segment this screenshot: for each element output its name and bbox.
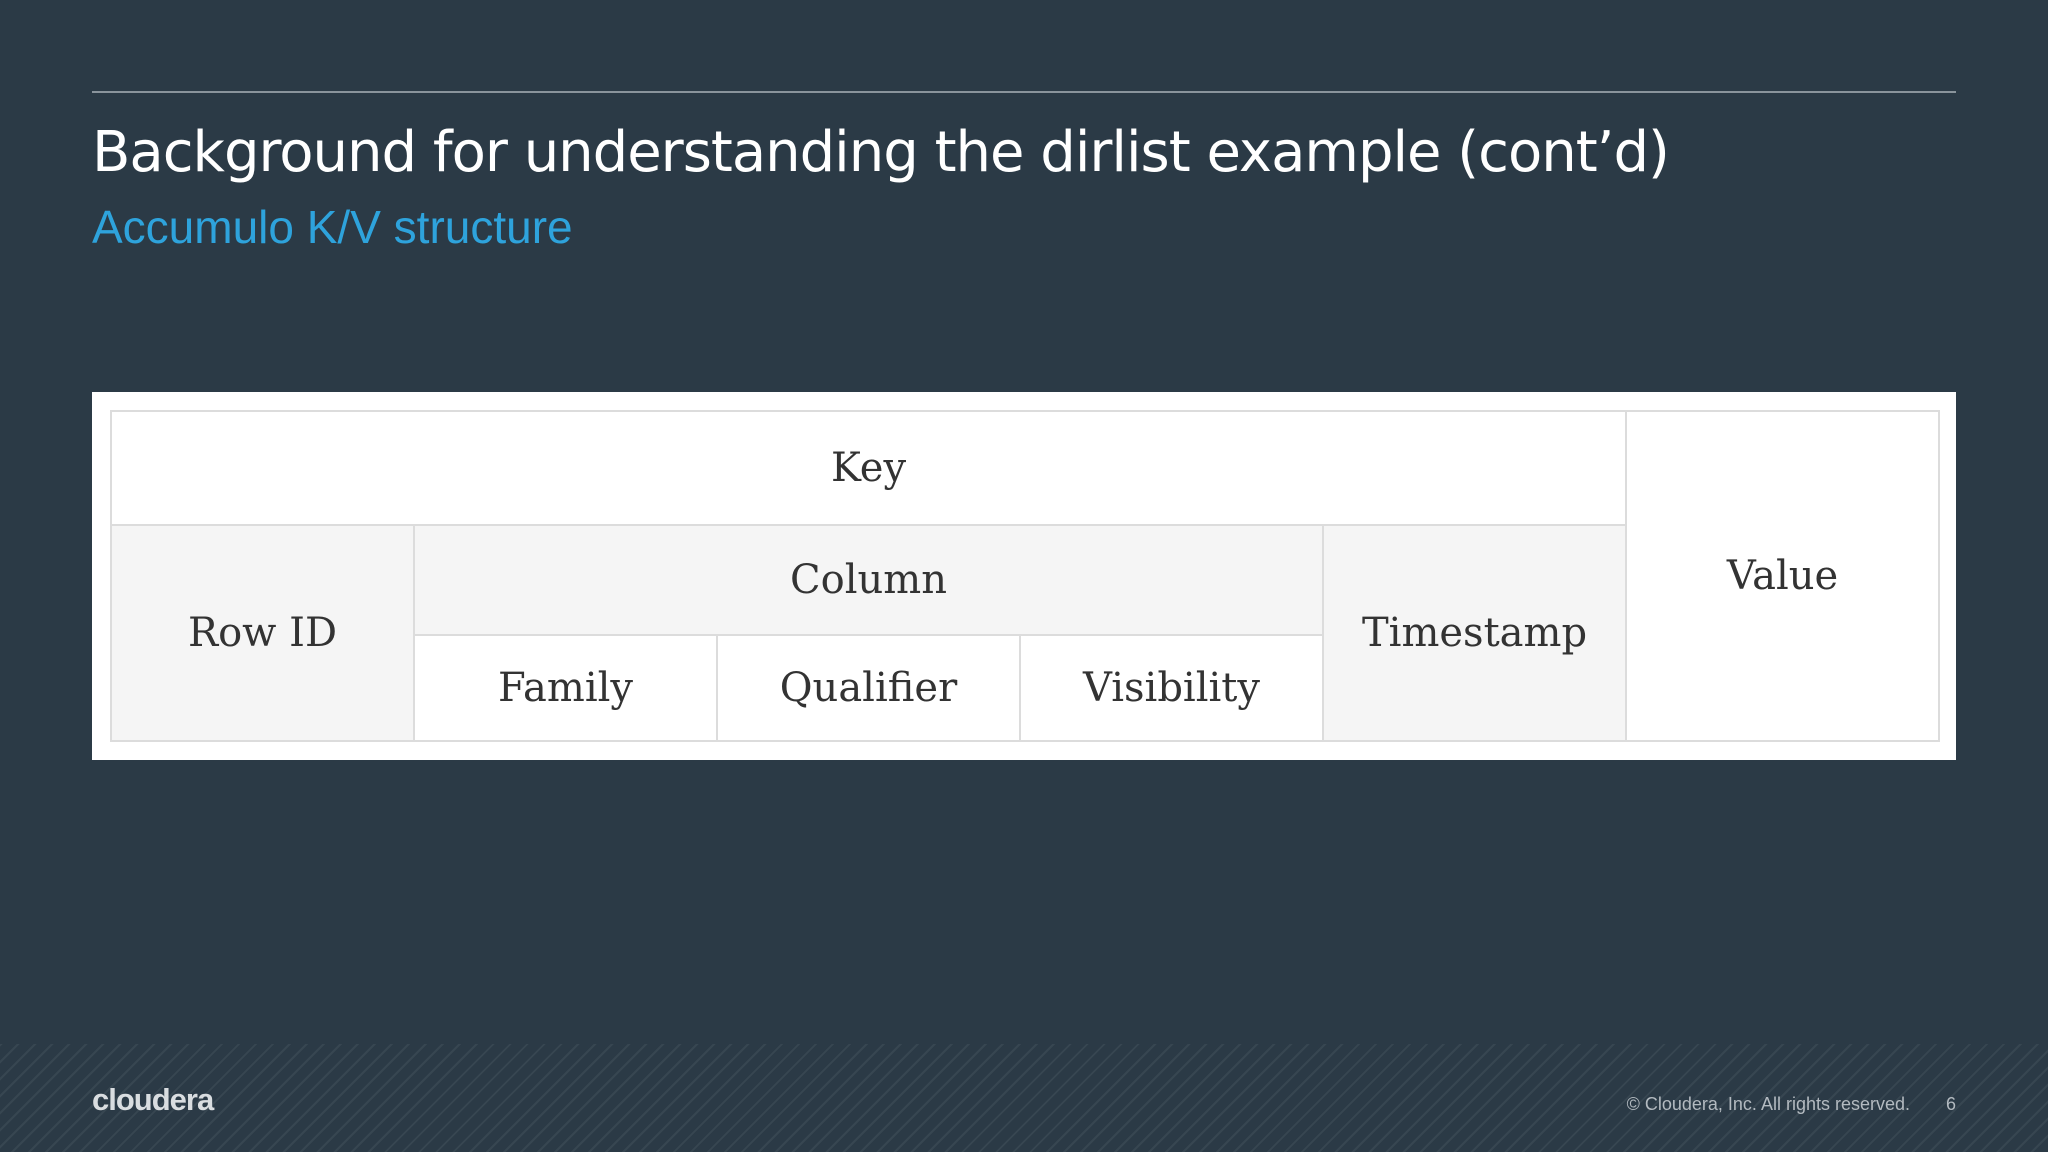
table-row-key: Key Value — [109, 410, 1941, 742]
table-row-column: Row ID Column Timestamp — [110, 524, 1939, 742]
footer-band — [0, 1044, 2048, 1152]
cloudera-logo: cloudera — [92, 1082, 214, 1117]
column-header: Column — [413, 524, 1324, 636]
qualifier-header: Qualifier — [716, 634, 1021, 742]
slide-title: Background for understanding the dirlist… — [92, 120, 1670, 185]
key-header: Key — [109, 410, 1628, 526]
page-number: 6 — [1945, 1094, 1956, 1114]
value-header: Value — [1625, 410, 1941, 742]
table-row-column-parts: Family Qualifier Visibility — [111, 634, 1939, 742]
visibility-header: Visibility — [1019, 634, 1324, 742]
copyright-notice: © Cloudera, Inc. All rights reserved. — [1626, 1094, 1910, 1114]
timestamp-header: Timestamp — [1321, 524, 1628, 742]
kv-structure-table: Key Value Row ID Column Timestamp Family… — [109, 410, 1941, 742]
slide-subtitle: Accumulo K/V structure — [92, 201, 573, 253]
kv-structure-figure: Key Value Row ID Column Timestamp Family… — [92, 392, 1956, 760]
row-id-header: Row ID — [110, 524, 415, 742]
family-header: Family — [413, 634, 718, 742]
header-divider — [92, 91, 1956, 93]
